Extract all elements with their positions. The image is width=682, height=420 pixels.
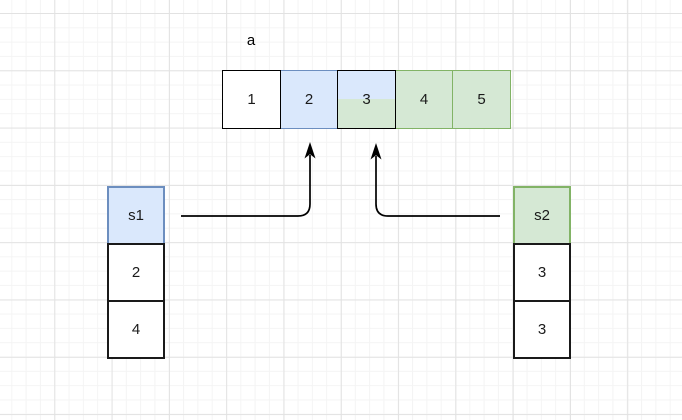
stack-s1-item-2-value: 4 bbox=[131, 321, 141, 338]
array-cell-1-value: 1 bbox=[247, 91, 256, 108]
array-cell-5-value: 5 bbox=[477, 91, 486, 108]
stack-s2-label: s2 bbox=[534, 207, 550, 224]
stack-s1-item-2[interactable]: 4 bbox=[107, 300, 165, 359]
array-cell-4-value: 4 bbox=[419, 91, 429, 108]
s1-arrowhead-icon bbox=[304, 142, 316, 159]
stack-s1: s1 2 4 bbox=[107, 186, 165, 359]
array-cell-3-value: 3 bbox=[362, 91, 371, 108]
stack-s2-item-2-value: 3 bbox=[537, 321, 547, 338]
array-a: 1 2 3 4 5 bbox=[222, 70, 511, 129]
stack-s2-item-2[interactable]: 3 bbox=[513, 300, 571, 359]
array-cell-1[interactable]: 1 bbox=[222, 70, 281, 129]
stack-s1-item-1-value: 2 bbox=[131, 264, 141, 281]
array-label: a bbox=[246, 32, 256, 49]
stack-s2-item-1[interactable]: 3 bbox=[513, 243, 571, 302]
array-cell-3[interactable]: 3 bbox=[337, 70, 396, 129]
s1-arrow[interactable] bbox=[181, 142, 316, 217]
s2-arrowhead-icon bbox=[370, 143, 382, 160]
stack-s2-header[interactable]: s2 bbox=[513, 186, 571, 245]
stack-s1-header[interactable]: s1 bbox=[107, 186, 165, 245]
s2-arrow[interactable] bbox=[370, 143, 501, 217]
stack-s2: s2 3 3 bbox=[513, 186, 571, 359]
array-cell-2-value: 2 bbox=[304, 91, 314, 108]
array-cell-4[interactable]: 4 bbox=[394, 70, 454, 129]
array-cell-5[interactable]: 5 bbox=[452, 70, 511, 129]
stack-s2-item-1-value: 3 bbox=[537, 264, 547, 281]
stack-s1-label: s1 bbox=[128, 207, 144, 224]
